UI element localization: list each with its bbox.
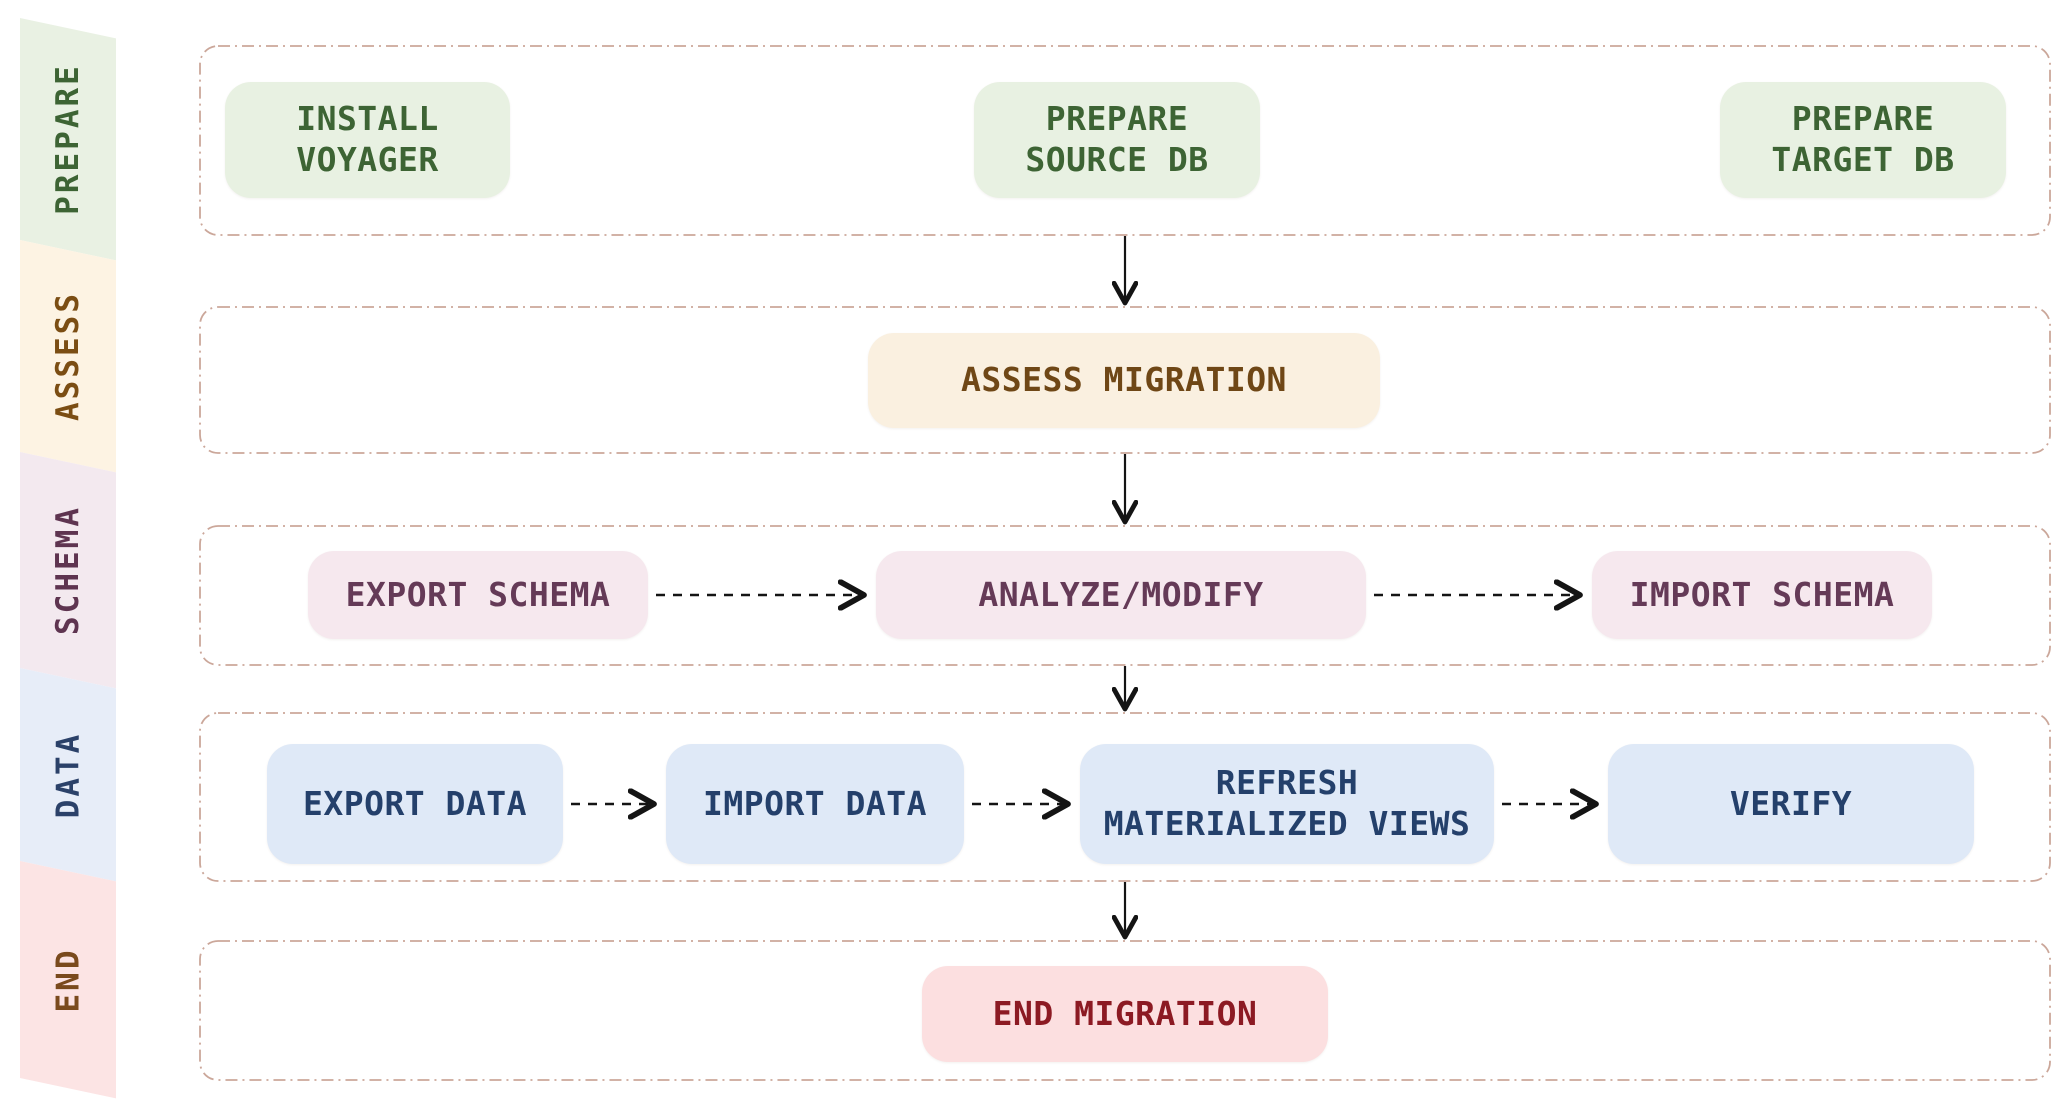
phase-ribbon <box>20 18 116 1099</box>
node-verify: VERIFY <box>1608 744 1974 864</box>
node-import-schema: IMPORT SCHEMA <box>1592 551 1932 639</box>
ribbon-segment-prepare <box>20 18 116 261</box>
node-prepare-target-db: PREPARE TARGET DB <box>1720 82 2006 198</box>
node-analyze-modify: ANALYZE/MODIFY <box>876 551 1366 639</box>
node-export-data: EXPORT DATA <box>267 744 563 864</box>
node-import-data: IMPORT DATA <box>666 744 964 864</box>
ribbon-segment-assess <box>20 240 116 473</box>
ribbon-segment-end <box>20 861 116 1099</box>
ribbon-segment-data <box>20 668 116 882</box>
node-end-migration: END MIGRATION <box>922 966 1328 1062</box>
node-assess-migration: ASSESS MIGRATION <box>868 333 1380 428</box>
node-install-voyager: INSTALL VOYAGER <box>225 82 510 198</box>
node-export-schema: EXPORT SCHEMA <box>308 551 648 639</box>
ribbon-segment-schema <box>20 452 116 689</box>
node-prepare-source-db: PREPARE SOURCE DB <box>974 82 1260 198</box>
node-refresh-materialized-views: REFRESH MATERIALIZED VIEWS <box>1080 744 1494 864</box>
